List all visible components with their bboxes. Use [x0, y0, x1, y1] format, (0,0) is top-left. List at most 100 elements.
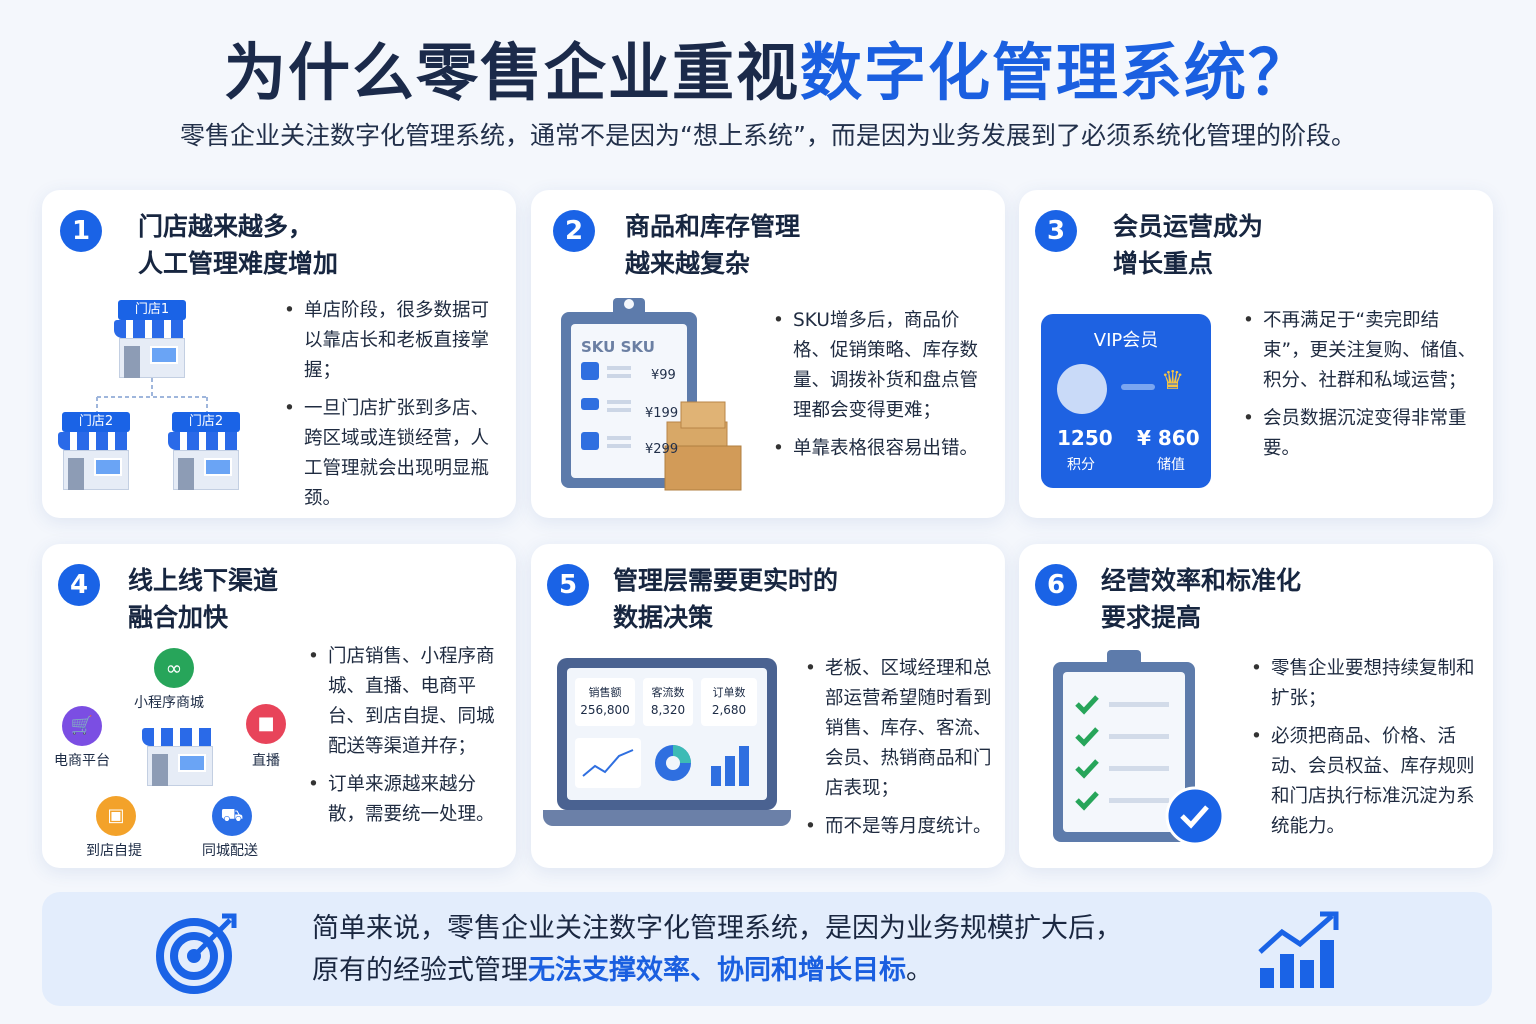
summary-line2-prefix: 原有的经验式管理 — [312, 955, 528, 986]
card-title-line1: 门店越来越多， — [138, 212, 314, 241]
card-bullets: 零售企业要想持续复制和扩张； 必须把商品、价格、活动、会员权益、库存规则和门店执… — [1249, 654, 1487, 850]
card-channel-fusion: 4 线上线下渠道 融合加快 ∞ 小程序商城 🛒 电商平台 ■ 直播 ▣ 到店自提… — [42, 544, 516, 868]
crown-icon: ♛ — [1161, 366, 1185, 396]
price-label: ¥199 — [645, 406, 679, 421]
metric-value: 2,680 — [711, 703, 747, 717]
clipboard-sku-icon — [561, 298, 742, 491]
store-icon-branch: 门店2 — [168, 412, 244, 490]
live-stream-icon: ■ — [246, 704, 286, 744]
bullet-item: 必须把商品、价格、活动、会员权益、库存规则和门店执行标准沉淀为系统能力。 — [1249, 722, 1487, 842]
card-number: 2 — [553, 210, 595, 252]
bullet-item: 门店销售、小程序商城、直播、电商平台、到店自提、同城配送等渠道并存； — [306, 642, 512, 762]
summary-line1: 简单来说，零售企业关注数字化管理系统，是因为业务规模扩大后， — [312, 913, 1122, 944]
store-label: 门店2 — [172, 412, 240, 432]
metric-value: 8,320 — [650, 703, 686, 717]
store-icon-hub — [142, 708, 218, 786]
card-title-line2: 融合加快 — [128, 603, 229, 632]
avatar-icon — [1057, 364, 1107, 414]
card-bullets: SKU增多后，商品价格、促销策略、库存数量、调拨补货和盘点管理都会变得更难； 单… — [771, 306, 993, 472]
bullet-item: 而不是等月度统计。 — [803, 812, 999, 842]
channel-label: 到店自提 — [86, 843, 142, 859]
card-title: 门店越来越多， 人工管理难度增加 — [138, 208, 338, 282]
metric-tile: 客流数 8,320 — [643, 678, 693, 726]
bullet-item: 单靠表格很容易出错。 — [771, 434, 993, 464]
card-title-line2: 增长重点 — [1113, 249, 1214, 278]
summary-line2-suffix: 。 — [906, 955, 933, 986]
bullet-item: 零售企业要想持续复制和扩张； — [1249, 654, 1487, 714]
store-pickup-icon: ▣ — [96, 796, 136, 836]
metric-value: 256,800 — [580, 703, 630, 717]
ecommerce-icon: 🛒 — [62, 706, 102, 746]
laptop-base — [543, 810, 791, 826]
delivery-icon: ⛟ — [212, 796, 252, 836]
price-label: ¥299 — [645, 442, 679, 457]
dashboard-charts-icon — [575, 738, 749, 788]
card-bullets: 单店阶段，很多数据可以靠店长和老板直接掌握； 一旦门店扩张到多店、跨区域或连锁经… — [282, 296, 504, 522]
card-number: 4 — [58, 564, 100, 606]
bullet-item: 老板、区域经理和总部运营希望随时看到销售、库存、客流、会员、热销商品和门店表现； — [803, 654, 999, 804]
title-highlight: 数字化管理系统？ — [800, 36, 1313, 109]
card-title-line1: 商品和库存管理 — [625, 212, 801, 241]
store-label: 门店1 — [118, 300, 186, 320]
target-icon — [156, 913, 237, 994]
card-title-line1: 线上线下渠道 — [128, 566, 279, 595]
store-label: 门店2 — [62, 412, 130, 432]
growth-chart-icon — [1258, 911, 1339, 988]
page-title: 为什么零售企业重视数字化管理系统？ — [0, 22, 1536, 112]
summary-line2: 原有的经验式管理无法支撑效率、协同和增长目标。 — [312, 950, 1122, 992]
clipboard-sku-label: SKU SKU — [581, 338, 655, 356]
card-title-line2: 数据决策 — [613, 603, 714, 632]
card-store-expansion: 1 门店越来越多， 人工管理难度增加 门店1 门店2 门店2 单店阶段，很多数据… — [42, 190, 516, 518]
card-title-line2: 越来越复杂 — [625, 249, 751, 278]
summary-banner: 简单来说，零售企业关注数字化管理系统，是因为业务规模扩大后， 原有的经验式管理无… — [42, 892, 1492, 1006]
bullet-item: 一旦门店扩张到多店、跨区域或连锁经营，人工管理就会出现明显瓶颈。 — [282, 394, 504, 514]
metric-tile: 订单数 2,680 — [701, 678, 757, 726]
metric-label: 订单数 — [712, 686, 746, 699]
card-bullets: 门店销售、小程序商城、直播、电商平台、到店自提、同城配送等渠道并存； 订单来源越… — [306, 642, 512, 838]
page-subtitle: 零售企业关注数字化管理系统，通常不是因为“想上系统”，而是因为业务发展到了必须系… — [180, 121, 1356, 150]
channel-label: 直播 — [252, 753, 280, 769]
channel-label: 小程序商城 — [134, 695, 204, 711]
title-main: 为什么零售企业重视 — [223, 36, 800, 109]
card-bullets: 老板、区域经理和总部运营希望随时看到销售、库存、客流、会员、热销商品和门店表现；… — [803, 654, 999, 850]
store-connector-lines — [96, 378, 208, 412]
card-membership: 3 会员运营成为 增长重点 VIP会员 ♛ 1250 积分 ¥ 860 储值 不… — [1019, 190, 1493, 518]
card-standardization: 6 经营效率和标准化 要求提高 零售企业要想持续复制和扩张； 必须把商品、价格、… — [1019, 544, 1493, 868]
bullet-item: 不再满足于“卖完即结束”，更关注复购、储值、积分、社群和私域运营； — [1241, 306, 1485, 396]
card-title-line2: 要求提高 — [1101, 603, 1202, 632]
bullet-item: SKU增多后，商品价格、促销策略、库存数量、调拨补货和盘点管理都会变得更难； — [771, 306, 993, 426]
summary-highlight: 无法支撑效率、协同和增长目标 — [528, 955, 906, 986]
bullet-item: 单店阶段，很多数据可以靠店长和老板直接掌握； — [282, 296, 504, 386]
points-value: 1250 — [1057, 426, 1113, 450]
stored-label: 储值 — [1157, 457, 1185, 473]
store-icon-branch: 门店2 — [58, 412, 134, 490]
metric-tile: 销售额 256,800 — [575, 678, 635, 726]
card-bullets: 不再满足于“卖完即结束”，更关注复购、储值、积分、社群和私域运营； 会员数据沉淀… — [1241, 306, 1485, 472]
bullet-item: 会员数据沉淀变得非常重要。 — [1241, 404, 1485, 464]
card-number: 5 — [547, 564, 589, 606]
card-title: 线上线下渠道 融合加快 — [128, 562, 278, 636]
card-number: 3 — [1035, 210, 1077, 252]
vip-member-card: VIP会员 ♛ 1250 积分 ¥ 860 储值 — [1041, 314, 1211, 488]
card-inventory: 2 商品和库存管理 越来越复杂 SKU SKU ¥99 ¥199 ¥299 SK… — [531, 190, 1005, 518]
channel-label: 电商平台 — [54, 753, 110, 769]
metric-label: 客流数 — [651, 686, 685, 699]
vip-title: VIP会员 — [1093, 330, 1159, 351]
card-number: 6 — [1035, 564, 1077, 606]
mini-program-icon: ∞ — [154, 648, 194, 688]
metric-label: 销售额 — [588, 686, 622, 699]
card-realtime-data: 5 管理层需要更实时的 数据决策 销售额 256,800 客流数 8,320 订… — [531, 544, 1005, 868]
card-number: 1 — [60, 210, 102, 252]
stored-value: ¥ 860 — [1137, 426, 1200, 450]
store-icon-main: 门店1 — [114, 300, 190, 378]
card-title: 管理层需要更实时的 数据决策 — [613, 562, 838, 636]
channel-label: 同城配送 — [202, 843, 258, 859]
card-title-line1: 管理层需要更实时的 — [613, 566, 839, 595]
checklist-clipboard-icon — [1053, 650, 1225, 846]
price-label: ¥99 — [651, 368, 676, 383]
card-title: 经营效率和标准化 要求提高 — [1101, 562, 1301, 636]
summary-text: 简单来说，零售企业关注数字化管理系统，是因为业务规模扩大后， 原有的经验式管理无… — [312, 908, 1122, 992]
card-title: 商品和库存管理 越来越复杂 — [625, 208, 800, 282]
bullet-item: 订单来源越来越分散，需要统一处理。 — [306, 770, 512, 830]
card-title-line1: 会员运营成为 — [1113, 212, 1264, 241]
